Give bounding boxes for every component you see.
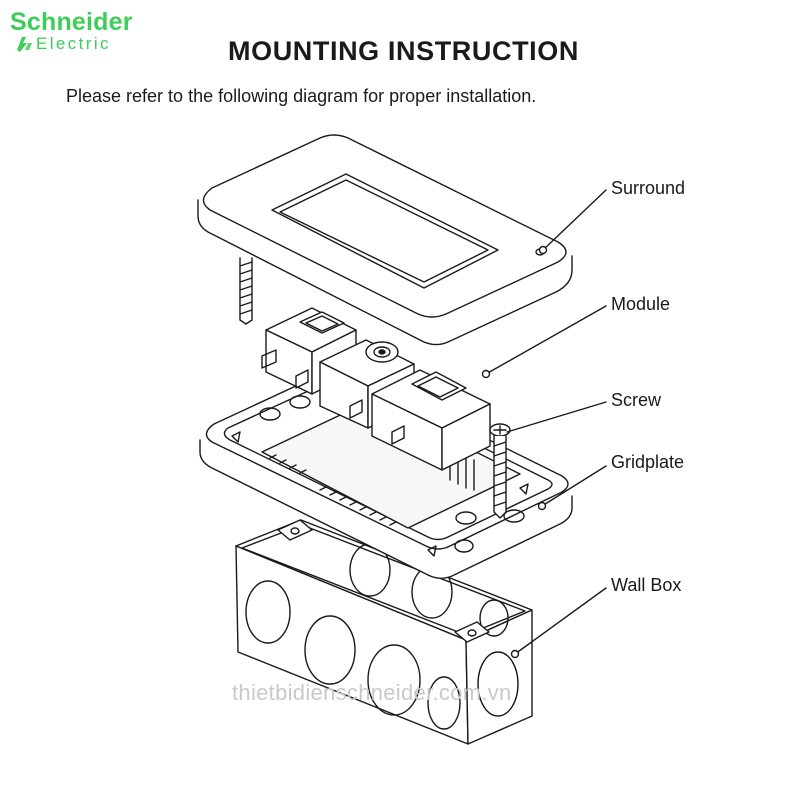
leader-surround (542, 189, 607, 251)
brand-mark-icon (17, 37, 32, 52)
leader-module (485, 305, 607, 375)
callout-gridplate: Gridplate (611, 452, 685, 472)
page-subtitle: Please refer to the following diagram fo… (66, 86, 537, 106)
brand-name-row: Electric (10, 35, 180, 53)
leader-dot-wallbox (510, 649, 520, 659)
callout-wall-box: Wall Box (611, 575, 682, 595)
surround (197, 134, 573, 346)
long-screw-left (239, 257, 253, 325)
leader-dot-module (481, 369, 491, 379)
module (261, 307, 491, 471)
brand-name-bottom: Electric (36, 34, 111, 53)
callout-screw: Screw (611, 390, 662, 410)
leader-wallbox (514, 587, 607, 655)
callout-module: Module (611, 294, 671, 314)
callout-surround: Surround (611, 178, 686, 198)
brand-logo: Schneider Electric (10, 8, 180, 58)
leader-screw (506, 401, 607, 433)
leader-dot-surround (538, 245, 548, 255)
screw (489, 423, 511, 519)
leader-gridplate (541, 465, 607, 507)
wall-box (235, 519, 533, 745)
leader-dot-gridplate (537, 501, 547, 511)
brand-name-top: Schneider (10, 8, 133, 36)
gridplate (199, 368, 573, 579)
page-title: MOUNTING INSTRUCTION (228, 36, 579, 66)
watermark-text: thietbidienschneider.com.vn (232, 680, 512, 705)
